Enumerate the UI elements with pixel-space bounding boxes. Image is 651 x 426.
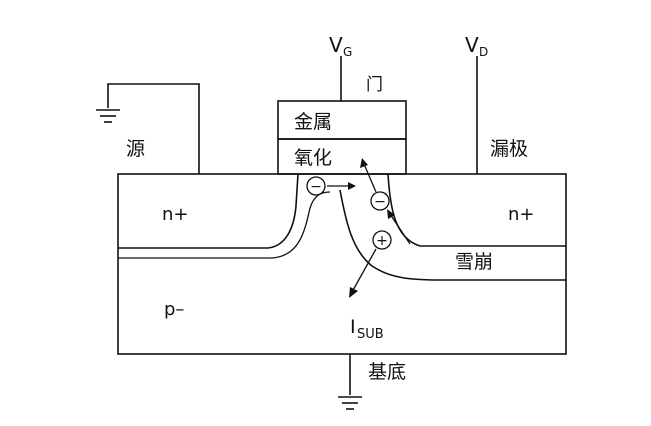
source-label: 源: [126, 138, 145, 160]
svg-text:+: +: [376, 233, 388, 249]
drain-depletion-boundary: [339, 189, 566, 281]
source-ground-icon: [96, 109, 120, 123]
drain-electron: −: [370, 191, 390, 211]
source-terminal-wire: [107, 83, 200, 174]
substrate-ground-icon: [338, 396, 362, 410]
gate-voltage-subscript: G: [343, 45, 352, 59]
drain-voltage-label: V: [465, 33, 479, 57]
substrate-current-subscript: SUB: [357, 327, 384, 342]
gate-voltage-label: V: [329, 33, 343, 57]
oxide-injection-arrowhead: [360, 158, 368, 168]
source-nplus-region: [118, 173, 299, 249]
oxide-injection-arrow: [363, 163, 377, 193]
metal-label: 金属: [294, 111, 332, 133]
generated-hole: +: [372, 230, 392, 250]
source-nplus-label: n+: [162, 204, 189, 225]
drain-nplus-label: n+: [508, 204, 535, 225]
substrate-current-label: I: [350, 316, 356, 338]
drain-voltage-subscript: D: [479, 45, 488, 59]
drain-edge-arrow: [389, 213, 411, 245]
oxide-label: 氧化: [294, 147, 332, 169]
svg-text:−: −: [310, 179, 322, 195]
electron-drift-arrowhead: [348, 182, 356, 190]
drain-nplus-region: [387, 173, 566, 247]
p-substrate-label: p–: [164, 299, 184, 320]
substrate-current-arrowhead: [349, 287, 358, 298]
substrate-label: 基底: [368, 361, 406, 383]
substrate-current-arrow: [351, 248, 377, 293]
drain-label: 漏极: [490, 138, 528, 160]
avalanche-label: 雪崩: [455, 251, 493, 273]
gate-label: 门: [366, 75, 383, 95]
svg-text:−: −: [374, 194, 386, 210]
channel-electron: −: [306, 176, 326, 196]
drain-edge-arrowhead: [387, 209, 395, 219]
gate-oxide-layer: [277, 138, 407, 175]
